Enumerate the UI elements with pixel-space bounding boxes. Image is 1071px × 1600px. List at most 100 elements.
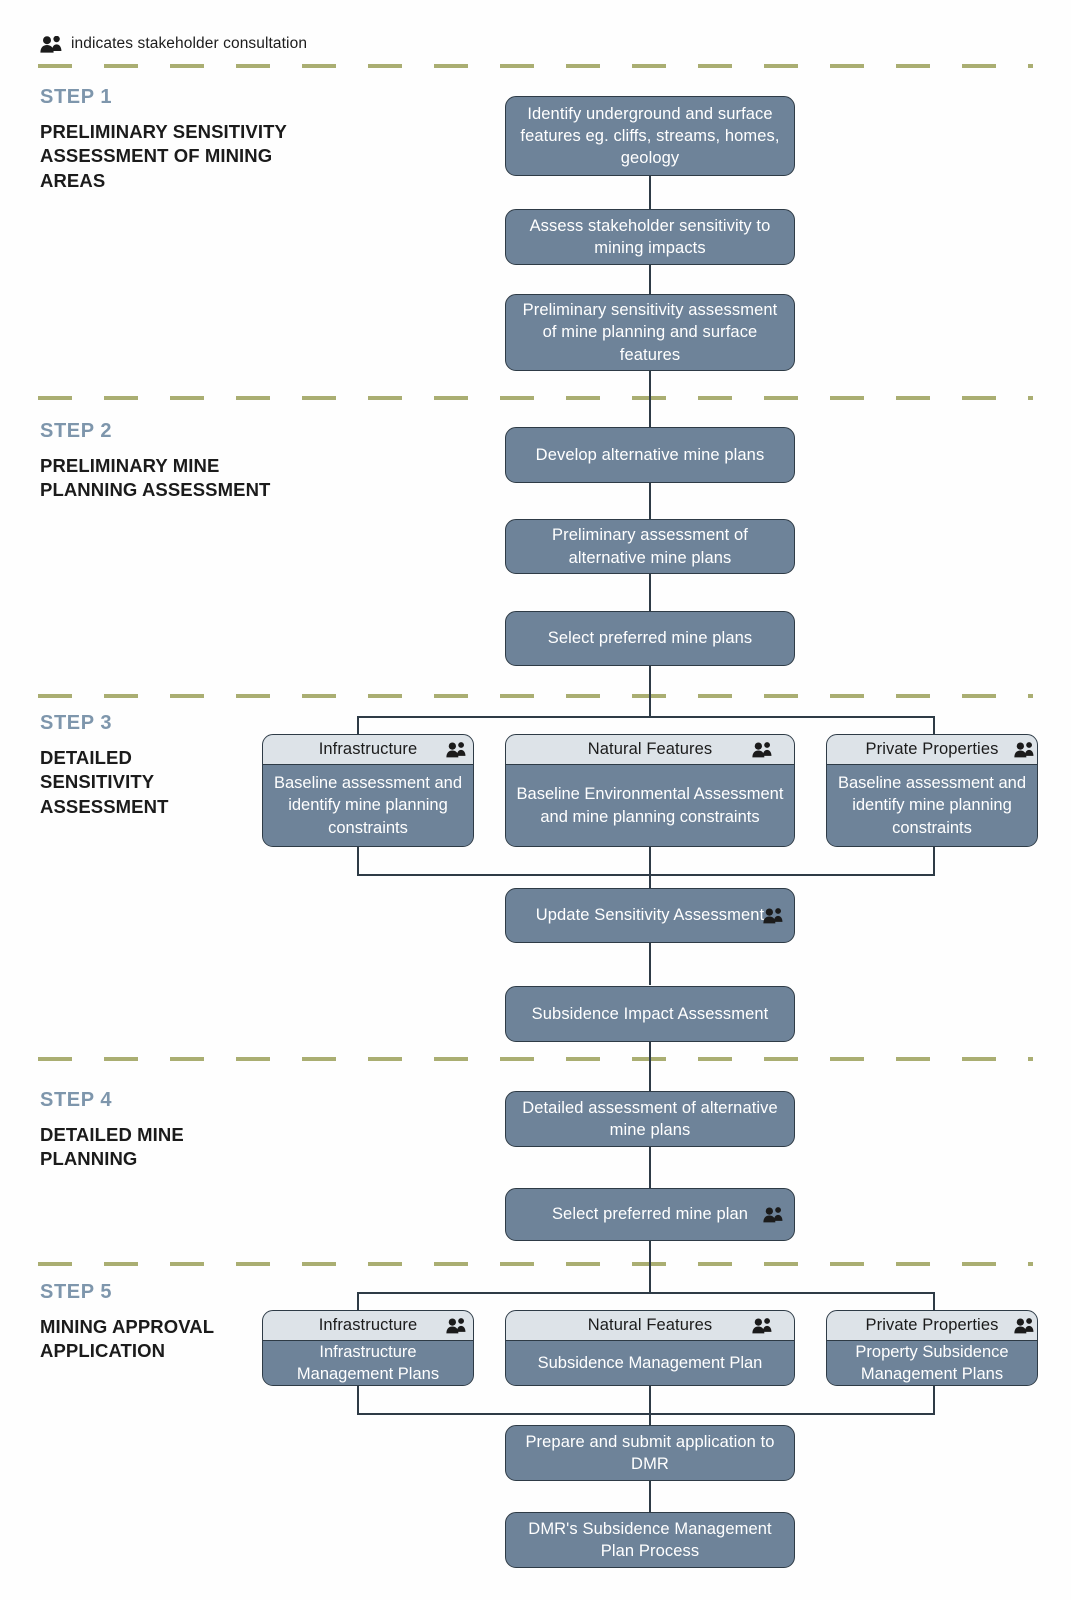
node-label: DMR's Subsidence Management Plan Process [528,1519,772,1560]
node-label: Preliminary assessment of alternative mi… [552,526,748,567]
card-step5-private-properties[interactable]: Private Properties Property Subsidence M… [826,1310,1038,1386]
connector-col1-bus3b [357,846,359,875]
connector-bus3-col3 [933,716,935,735]
card-body: Infrastructure Management Plans [263,1341,473,1385]
node-label: Update Sensitivity Assessment [535,906,765,925]
divider-step3 [38,694,1033,698]
node-update-sensitivity-assessment[interactable]: Update Sensitivity Assessment [505,888,795,943]
card-body: Baseline assessment and identify mine pl… [827,765,1037,846]
connector-col3-bus5b [933,1385,935,1414]
card-step5-natural-features[interactable]: Natural Features Subsidence Management P… [505,1310,795,1386]
step-number-3: STEP 3 [40,712,113,734]
connector-n8-n9 [649,1042,651,1092]
card-header: Private Properties [827,1311,1037,1341]
node-select-preferred-mine-plans[interactable]: Select preferred mine plans [505,611,795,666]
people-icon [763,907,783,924]
connector-n9-n10 [649,1146,651,1189]
card-body: Subsidence Management Plan [506,1341,794,1385]
connector-bus5-col1 [357,1292,359,1311]
step-title-2: PRELIMINARY MINE PLANNING ASSESSMENT [40,455,271,501]
step-number-5: STEP 5 [40,1281,113,1303]
divider-step4 [38,1057,1033,1061]
node-label: Identify underground and surface feature… [520,104,780,168]
card-body-label: Baseline Environmental Assessment and mi… [516,785,784,826]
people-icon [752,1317,772,1334]
card-header: Infrastructure [263,735,473,765]
card-body: Property Subsidence Management Plans [827,1341,1037,1385]
step-label-3: STEP 3 DETAILED SENSITIVITY ASSESSMENT [40,712,240,819]
step-number-4: STEP 4 [40,1089,113,1111]
connector-n3-n4 [649,370,651,427]
card-header: Natural Features [506,1311,794,1341]
node-develop-alternative-mine-plans[interactable]: Develop alternative mine plans [505,427,795,483]
step-label-1: STEP 1 PRELIMINARY SENSITIVITY ASSESSMEN… [40,86,320,193]
divider-top [38,64,1033,68]
step-title-3: DETAILED SENSITIVITY ASSESSMENT [40,747,169,817]
node-preliminary-sensitivity-assessment[interactable]: Preliminary sensitivity assessment of mi… [505,294,795,371]
people-icon [446,741,466,758]
node-dmr-subsidence-process[interactable]: DMR's Subsidence Management Plan Process [505,1512,795,1568]
card-body-label: Infrastructure Management Plans [296,1342,440,1383]
step-number-2: STEP 2 [40,420,113,442]
card-header: Natural Features [506,735,794,765]
connector-n5-n6 [649,573,651,611]
people-icon [1014,1317,1034,1334]
connector-col1-bus5b [357,1385,359,1414]
card-header: Private Properties [827,735,1037,765]
node-label: Select preferred mine plan [551,1205,749,1224]
people-icon [446,1317,466,1334]
card-header-label: Infrastructure [318,740,418,758]
divider-step5 [38,1262,1033,1266]
step-title-4: DETAILED MINE PLANNING [40,1124,184,1170]
people-icon [40,35,62,53]
node-label: Preliminary sensitivity assessment of mi… [522,301,778,364]
node-assess-stakeholder-sensitivity[interactable]: Assess stakeholder sensitivity to mining… [505,209,795,265]
card-step3-infrastructure[interactable]: Infrastructure Baseline assessment and i… [262,734,474,847]
card-step3-natural-features[interactable]: Natural Features Baseline Environmental … [505,734,795,847]
card-body-label: Subsidence Management Plan [537,1353,763,1372]
bus-step3-bottom [357,874,935,876]
people-icon [752,741,772,758]
card-header-label: Infrastructure [318,1316,418,1334]
node-label: Develop alternative mine plans [535,445,765,464]
people-icon [1014,741,1034,758]
legend-label: indicates stakeholder consultation [71,35,308,52]
card-step5-infrastructure[interactable]: Infrastructure Infrastructure Management… [262,1310,474,1386]
divider-step2 [38,396,1033,400]
card-body-label: Baseline assessment and identify mine pl… [273,774,463,837]
card-step3-private-properties[interactable]: Private Properties Baseline assessment a… [826,734,1038,847]
card-header-label: Natural Features [587,740,713,758]
node-label: Select preferred mine plans [547,629,753,648]
step-label-2: STEP 2 PRELIMINARY MINE PLANNING ASSESSM… [40,420,320,503]
connector-n7-n8 [649,941,651,985]
card-body: Baseline assessment and identify mine pl… [263,765,473,846]
node-select-preferred-mine-plan[interactable]: Select preferred mine plan [505,1188,795,1241]
connector-col2-n11 [649,1385,651,1426]
bus-step3-top [357,716,935,718]
step-title-1: PRELIMINARY SENSITIVITY ASSESSMENT OF MI… [40,121,287,191]
card-header: Infrastructure [263,1311,473,1341]
card-body-label: Property Subsidence Management Plans [855,1342,1009,1383]
step-number-1: STEP 1 [40,86,113,108]
node-label: Assess stakeholder sensitivity to mining… [529,216,771,257]
node-preliminary-assessment-alternatives[interactable]: Preliminary assessment of alternative mi… [505,519,795,574]
step-label-5: STEP 5 MINING APPROVAL APPLICATION [40,1281,270,1364]
card-header-label: Private Properties [865,740,999,758]
connector-n1-n2 [649,175,651,209]
node-subsidence-impact-assessment[interactable]: Subsidence Impact Assessment [505,986,795,1042]
connector-n10-bus5 [649,1240,651,1293]
card-header-label: Natural Features [587,1316,713,1334]
connector-col3-bus3b [933,846,935,875]
card-header-label: Private Properties [865,1316,999,1334]
node-label: Detailed assessment of alternative mine … [522,1098,778,1139]
node-prepare-submit-application[interactable]: Prepare and submit application to DMR [505,1425,795,1481]
connector-n11-n12 [649,1480,651,1513]
node-label: Prepare and submit application to DMR [525,1432,775,1473]
connector-n4-n5 [649,482,651,519]
bus-step5-top [357,1292,935,1294]
node-identify-features[interactable]: Identify underground and surface feature… [505,96,795,176]
node-detailed-assessment-alternatives[interactable]: Detailed assessment of alternative mine … [505,1091,795,1147]
connector-n2-n3 [649,264,651,295]
people-icon [763,1206,783,1223]
